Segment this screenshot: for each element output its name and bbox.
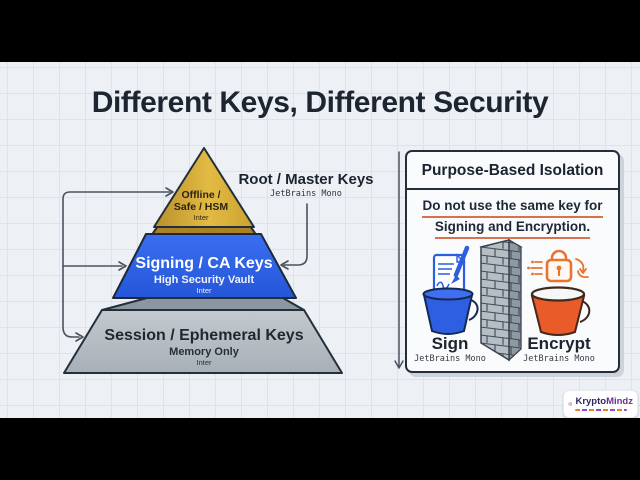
pyramid-tier-middle-shape: [112, 233, 297, 299]
sign-bucket-icon: [422, 287, 479, 335]
pyramid-tier-top-shape: [153, 147, 255, 228]
encrypt-label: Encrypt: [527, 334, 591, 353]
brand-tagline: [575, 408, 628, 412]
tier-middle-subtitle: High Security Vault: [153, 274, 255, 286]
panel-figure: [422, 238, 591, 362]
tier-bottom-title: Session / Ephemeral Keys: [104, 327, 304, 344]
pyramid: [63, 147, 343, 374]
tier-top-font-note: Inter: [193, 213, 209, 222]
tier-middle-font-note: Inter: [196, 286, 212, 295]
slide: Different Keys, Different Security: [0, 62, 640, 418]
tier-connector-arrows: [62, 187, 174, 342]
padlock-icon: [527, 249, 589, 283]
isolation-panel: Purpose-Based Isolation Do not use the s…: [405, 150, 620, 373]
panel-warning: Do not use the same key for Signing and …: [409, 197, 616, 239]
brick-wall-icon: [479, 238, 523, 362]
brand-name: KryptoMindz: [575, 395, 633, 407]
pyramid-tier-bottom-band: [101, 297, 305, 311]
letterbox-top: [0, 0, 640, 62]
slide-title: Different Keys, Different Security: [91, 86, 549, 119]
panel-title: Purpose-Based Isolation: [421, 162, 604, 179]
kryptomindz-logo: KryptoMindz: [563, 390, 638, 418]
letterbox-bottom: [0, 418, 640, 480]
panel-warning-line1: Do not use the same key for: [422, 197, 603, 218]
root-keys-font-note: JetBrains Mono: [270, 189, 342, 199]
brand-name-primary: Krypto: [575, 395, 607, 407]
brand-name-secondary: Mindz: [606, 395, 633, 407]
tier-top-label-line1: Offline /: [181, 189, 221, 201]
panel-warning-line2: Signing and Encryption.: [434, 218, 591, 239]
pyramid-tier-bottom-shape: [63, 309, 343, 374]
tier-bottom-subtitle: Memory Only: [169, 346, 239, 358]
kryptomindz-logo-icon: [568, 402, 573, 406]
tier-top-label-line2: Safe / HSM: [173, 201, 229, 213]
encrypt-font-note: JetBrains Mono: [523, 354, 595, 364]
panel-divider: [407, 188, 618, 190]
root-keys-label: Root / Master Keys: [238, 171, 374, 188]
panel-down-arrow: [394, 151, 404, 369]
tier-bottom-font-note: Inter: [196, 358, 212, 367]
encrypt-bucket-icon: [530, 286, 591, 336]
document-pen-icon: [432, 245, 470, 295]
root-to-signing-arrow: [280, 203, 308, 270]
tier-middle-title: Signing / CA Keys: [135, 255, 273, 272]
sign-font-note: JetBrains Mono: [414, 354, 486, 364]
sign-label: Sign: [431, 334, 469, 353]
pyramid-diagram: [62, 147, 404, 374]
